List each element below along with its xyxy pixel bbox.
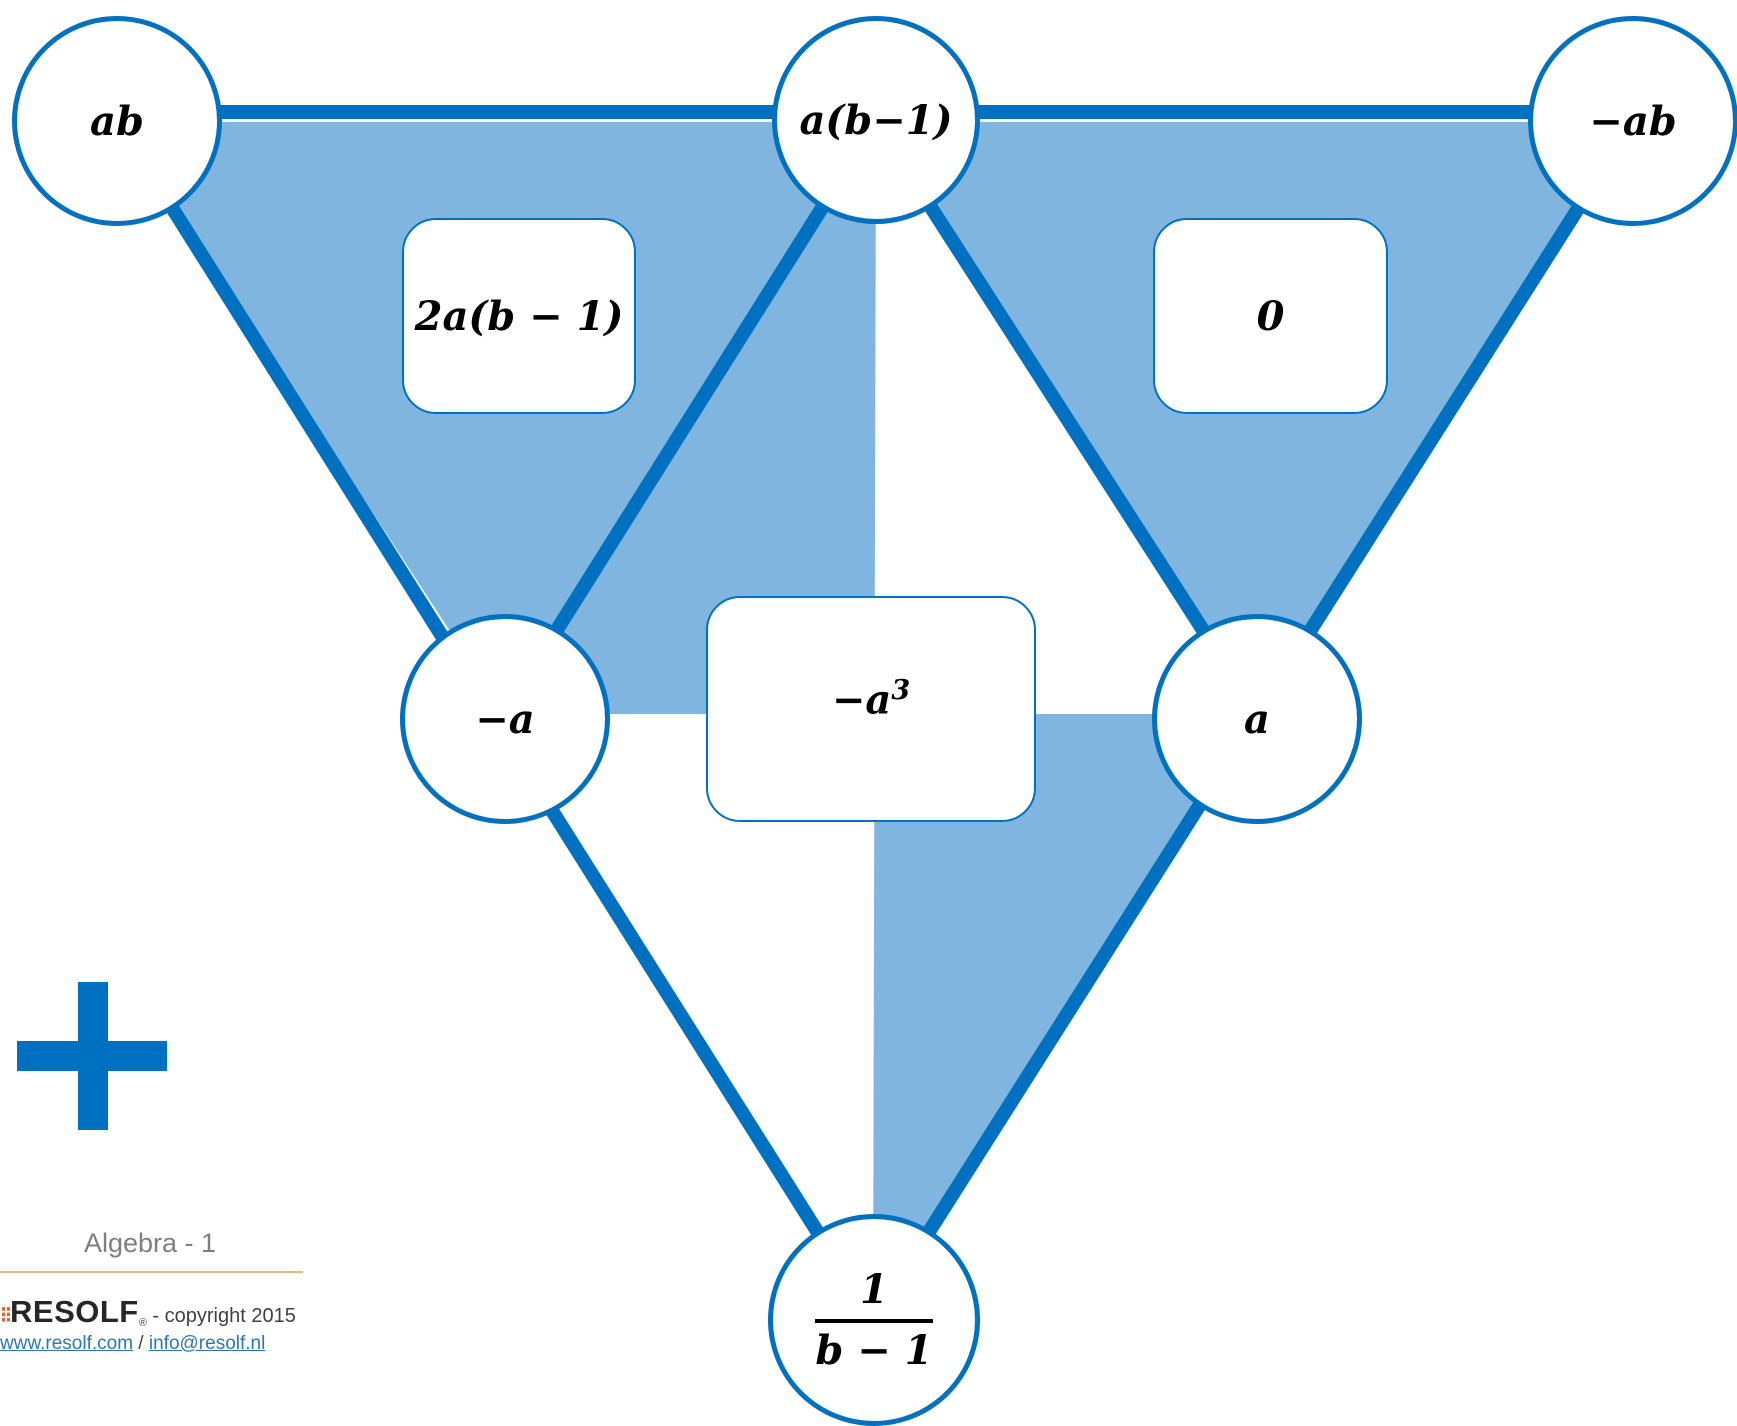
node-top-middle: a(b−1) bbox=[772, 16, 980, 224]
upper-left-triangle bbox=[118, 122, 876, 714]
email-link[interactable]: info@resolf.nl bbox=[148, 1333, 266, 1354]
fraction-numerator: 1 bbox=[860, 1266, 888, 1313]
footer-links: www.resolf.com / info@resolf.nl bbox=[0, 1333, 265, 1355]
brand-mark: ® bbox=[138, 1317, 147, 1330]
resolf-logo-icon: ⁝⁝ bbox=[0, 1302, 12, 1327]
footer-title: Algebra - 1 bbox=[83, 1228, 217, 1258]
footer-divider bbox=[0, 1271, 303, 1273]
fraction-denominator: b − 1 bbox=[815, 1327, 933, 1374]
node-top-middle-label: a(b−1) bbox=[799, 96, 953, 144]
box-center: −a3 bbox=[706, 596, 1036, 822]
edge-inner-left bbox=[498, 118, 882, 718]
box-right-label: 0 bbox=[1256, 292, 1285, 340]
node-bottom: 1 b − 1 bbox=[768, 1214, 980, 1426]
bottom-fraction: 1 b − 1 bbox=[815, 1266, 933, 1374]
box-left-label: 2a(b − 1) bbox=[414, 292, 624, 340]
box-left: 2a(b − 1) bbox=[402, 218, 636, 414]
copyright-text: - copyright 2015 bbox=[146, 1305, 296, 1327]
edge-inner-right bbox=[870, 118, 1263, 718]
upper-right-triangle bbox=[876, 122, 1633, 714]
brand-name: RESOLF bbox=[10, 1294, 139, 1329]
node-top-left-label: ab bbox=[90, 97, 144, 145]
box-right: 0 bbox=[1153, 218, 1388, 414]
node-middle-right: a bbox=[1152, 614, 1362, 824]
node-top-right-label: −ab bbox=[1589, 97, 1677, 145]
node-top-right: −ab bbox=[1528, 16, 1737, 226]
box-center-exponent: 3 bbox=[891, 674, 911, 706]
plus-icon-horizontal-bar bbox=[17, 1041, 167, 1071]
box-center-base: −a bbox=[831, 676, 892, 724]
node-middle-right-label: a bbox=[1244, 695, 1270, 743]
box-center-label: −a3 bbox=[832, 675, 910, 723]
node-middle-left-label: −a bbox=[475, 695, 535, 743]
website-link[interactable]: www.resolf.com bbox=[0, 1333, 134, 1354]
node-top-left: ab bbox=[12, 16, 222, 226]
node-middle-left: −a bbox=[400, 614, 610, 824]
footer-brand: ⁝⁝RESOLF® - copyright 2015 bbox=[0, 1294, 296, 1330]
fraction-bar bbox=[815, 1319, 933, 1323]
link-separator: / bbox=[133, 1333, 149, 1354]
